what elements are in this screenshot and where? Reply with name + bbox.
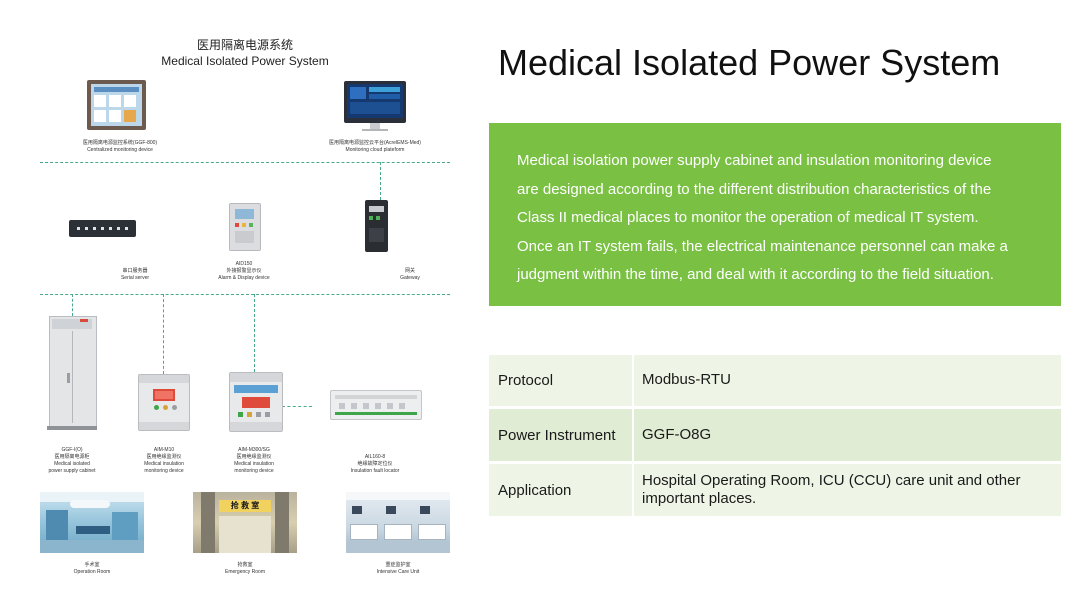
description-line: Class II medical places to monitor the o… [517,209,979,227]
ail160-device-image [330,390,422,420]
emergency-room-caption-cn: 抢救室 [237,562,253,568]
ail160-model: AIL160-8 [364,454,386,460]
aim-m10-caption-en2: monitoring device [144,468,184,474]
cabinet-drop-line [72,294,73,316]
aim-m10-caption-en1: Medical insulation [144,461,184,467]
isolated-power-cabinet-image [49,316,97,428]
serial-server-caption-en: Serial server [120,275,150,281]
description-line: Once an IT system fails, the electrical … [517,237,1008,255]
lower-bus-line [40,294,450,295]
spec-label: Application [489,464,632,516]
aim-m300-caption-cn: 医用绝缘监测仪 [236,454,272,460]
aid150-device-image [229,203,261,251]
aid150-caption-cn: 外接报警显示仪 [226,268,262,274]
description-line: judgment within the time, and deal with … [517,266,994,284]
ail160-caption-en: Insulation fault locator [350,468,400,474]
centralized-monitor-caption-cn: 医用隔离电源监控系统(GGF-800) [82,140,158,146]
aim-m300-device-image [229,372,283,432]
aim-m10-model: AIM-M10 [153,447,175,453]
serial-server-image [69,220,136,237]
centralized-monitor-image [87,80,146,130]
emergency-room-caption-en: Emergency Room [224,569,265,575]
aid150-model: AID150 [235,261,253,267]
spec-value: GGF-O8G [634,409,1061,461]
page-title: Medical Isolated Power System [498,42,1001,83]
aim-m300-caption-en2: monitoring device [234,468,274,474]
serial-server-caption-cn: 串口服务器 [122,268,148,274]
cabinet-caption-cn: 医用隔离电源柜 [54,454,90,460]
emergency-room-photo: 抢 救 室 [193,492,297,553]
cloud-platform-monitor-image [344,81,406,123]
spec-row-application: Application Hospital Operating Room, ICU… [489,464,1061,516]
aim-m10-device-image [138,374,190,431]
spec-row-power-instrument: Power Instrument GGF-O8G [489,409,1061,461]
centralized-monitor-caption-en: Centralized monitoring device [87,147,153,153]
aim-m300-drop-line [254,294,255,372]
description-line: Medical isolation power supply cabinet a… [517,152,992,169]
diagram-title-en: Medical Isolated Power System [161,54,329,68]
description-line: are designed according to the different … [517,180,992,198]
ail160-caption-cn: 绝缘故障定位仪 [357,461,393,467]
description-panel: Medical isolation power supply cabinet a… [489,123,1061,306]
spec-label: Power Instrument [489,409,632,461]
cabinet-model: GGF-I(O) [61,447,83,453]
aim-ail-link-line [282,406,312,407]
icu-caption-cn: 重症监护室 [385,562,411,568]
cabinet-caption-en1: Medical isolated [54,461,90,467]
description-text: Medical isolation power supply cabinet a… [517,147,1047,290]
spec-value: Hospital Operating Room, ICU (CCU) care … [634,464,1061,516]
upper-bus-line [40,162,450,163]
operation-room-photo [40,492,144,553]
spec-label: Protocol [489,355,632,406]
aim-m300-model: AIM-M300/SG [238,447,270,453]
gateway-device-image [365,200,388,252]
aim-m300-caption-en1: Medical insulation [234,461,274,467]
operation-room-caption-cn: 手术室 [84,562,100,568]
gateway-caption-cn: 网关 [404,268,415,274]
cabinet-caption-en2: power supply cabinet [48,468,96,474]
icu-caption-en: Intensive Care Unit [376,569,420,575]
diagram-title-cn: 医用隔离电源系统 [196,38,293,52]
spec-row-protocol: Protocol Modbus-RTU [489,355,1061,406]
spec-value: Modbus-RTU [634,355,1061,406]
system-diagram: 医用隔离电源系统 Medical Isolated Power System 医… [0,0,480,608]
gateway-uplink [380,162,381,200]
operation-room-caption-en: Operation Room [73,569,111,575]
aid150-caption-en: Alarm & Display device [218,275,270,281]
aim-m10-drop-line [163,294,164,374]
icu-photo [346,492,450,553]
gateway-caption-en: Gateway [400,275,420,281]
emergency-room-sign: 抢 救 室 [219,500,271,512]
cloud-platform-caption-en: Monitoring cloud plateform [345,147,405,153]
cloud-platform-caption-cn: 医用隔离电源监控云平台(AcrelEMS-Med) [329,140,421,146]
aim-m10-caption-cn: 医用绝缘监测仪 [146,454,182,460]
